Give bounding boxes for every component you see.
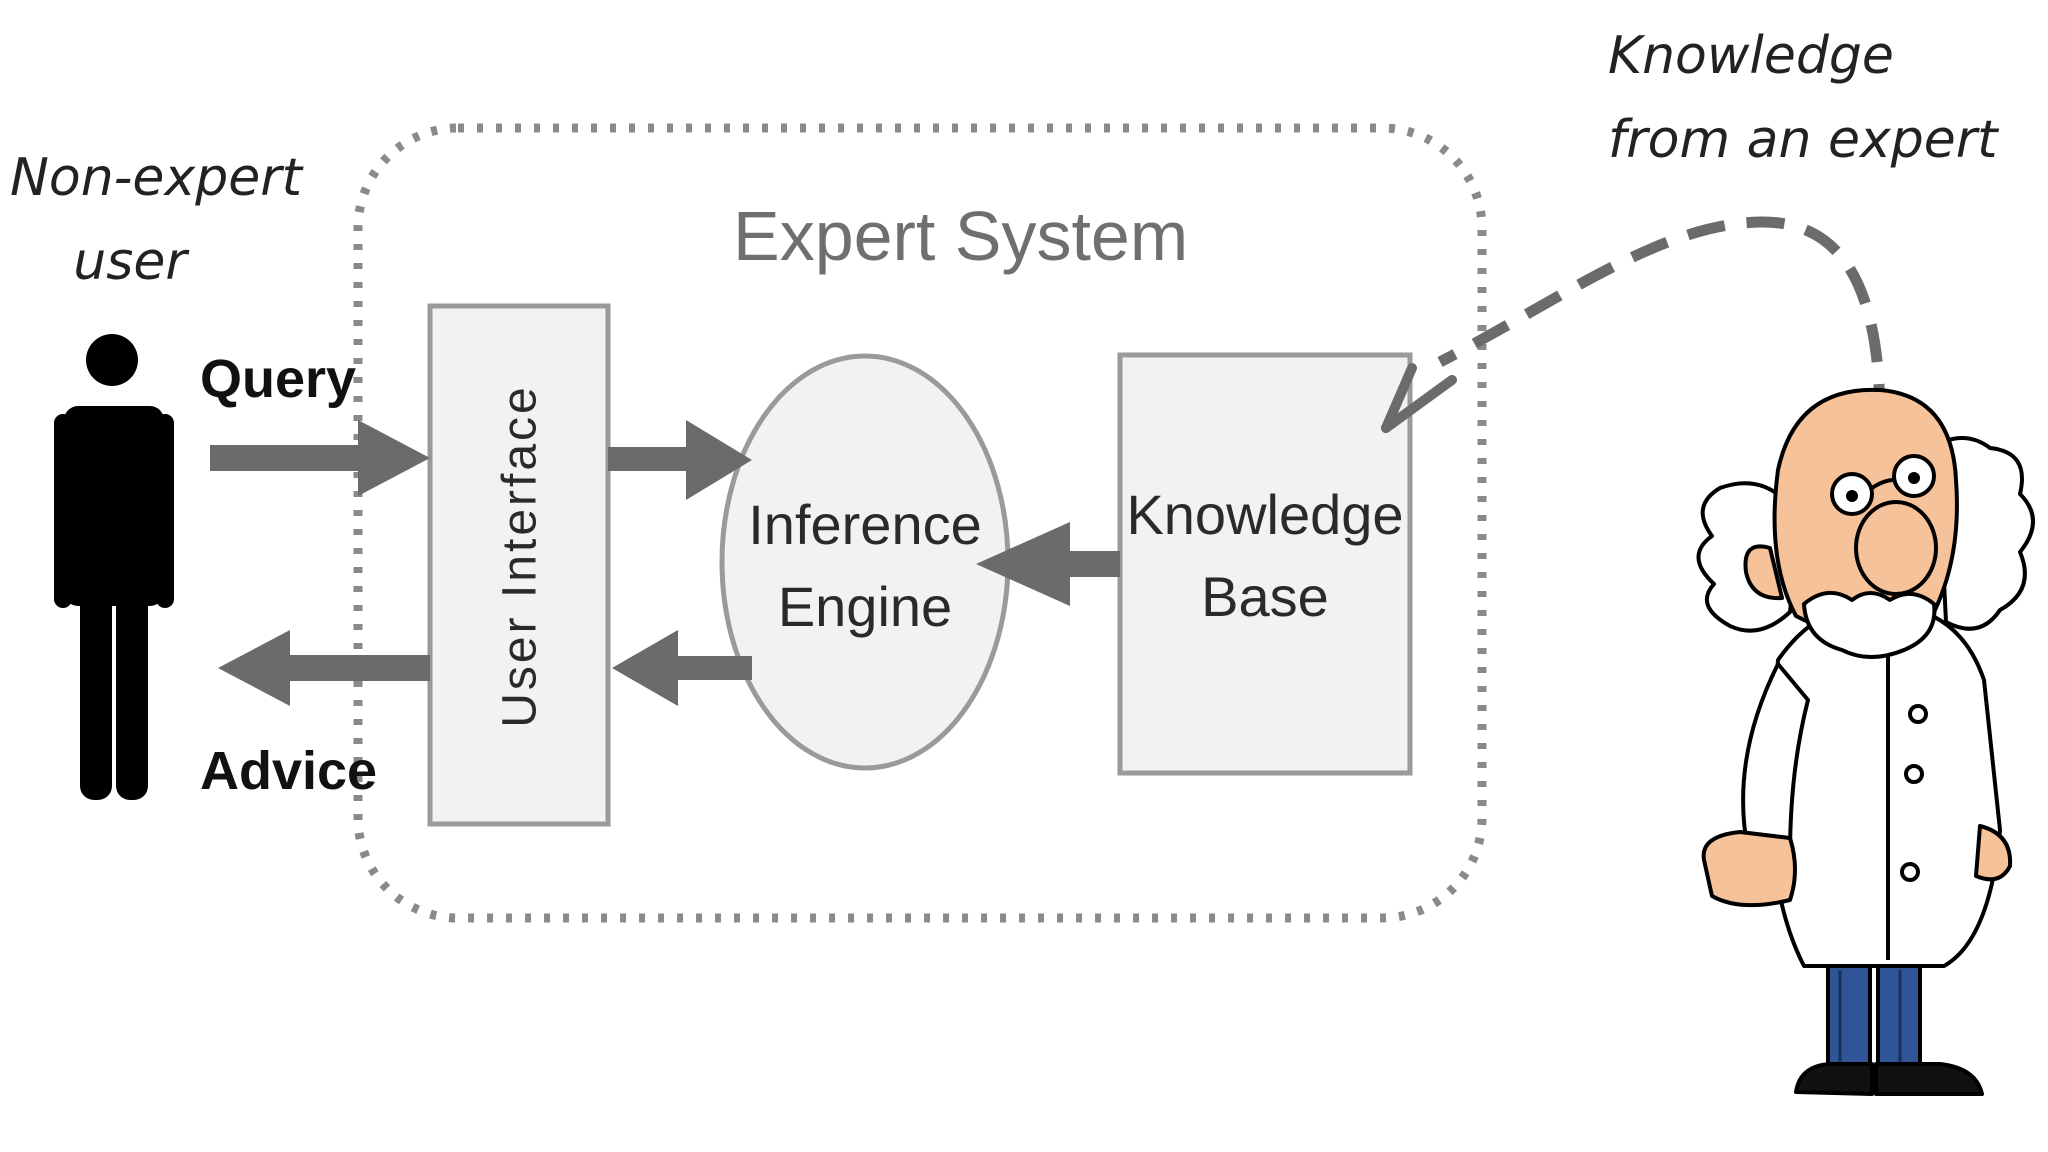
inference-engine-line2: Engine	[777, 575, 953, 638]
advice-label: Advice	[200, 741, 378, 801]
knowledge-base-line2: Base	[1201, 565, 1329, 628]
user-caption-line1: Non-expert	[10, 148, 302, 208]
expert-caption-line2: from an expert	[1608, 110, 1998, 170]
non-expert-user-caption: Non-expert user	[10, 136, 302, 304]
query-label: Query	[200, 349, 357, 409]
engine-to-ui-arrow	[612, 630, 752, 706]
advice-arrow	[218, 630, 430, 706]
expert-arrowhead	[1381, 363, 1457, 433]
query-arrow	[210, 420, 430, 496]
expert-system-boundary	[353, 123, 1487, 923]
knowledge-base-box	[1117, 352, 1413, 776]
ui-to-engine-arrow	[608, 420, 752, 500]
expert-knowledge-dashed-arrow	[1437, 216, 1886, 423]
person-silhouette-icon	[54, 334, 174, 800]
user-interface-box	[427, 303, 611, 827]
inference-engine-label: Inference Engine	[740, 484, 990, 648]
professor-cartoon-icon	[1696, 387, 2035, 1096]
knowledge-base-line1: Knowledge	[1126, 483, 1404, 546]
user-interface-label: User Interface	[493, 384, 547, 728]
inference-engine-line1: Inference	[748, 493, 982, 556]
user-caption-line2: user	[73, 232, 187, 292]
expert-system-title: Expert System	[733, 197, 1189, 275]
knowledge-base-label: Knowledge Base	[1120, 474, 1410, 638]
expert-knowledge-caption: Knowledge from an expert	[1608, 14, 1998, 182]
knowledge-to-engine-arrow	[976, 522, 1120, 606]
expert-caption-line1: Knowledge	[1608, 26, 1894, 86]
